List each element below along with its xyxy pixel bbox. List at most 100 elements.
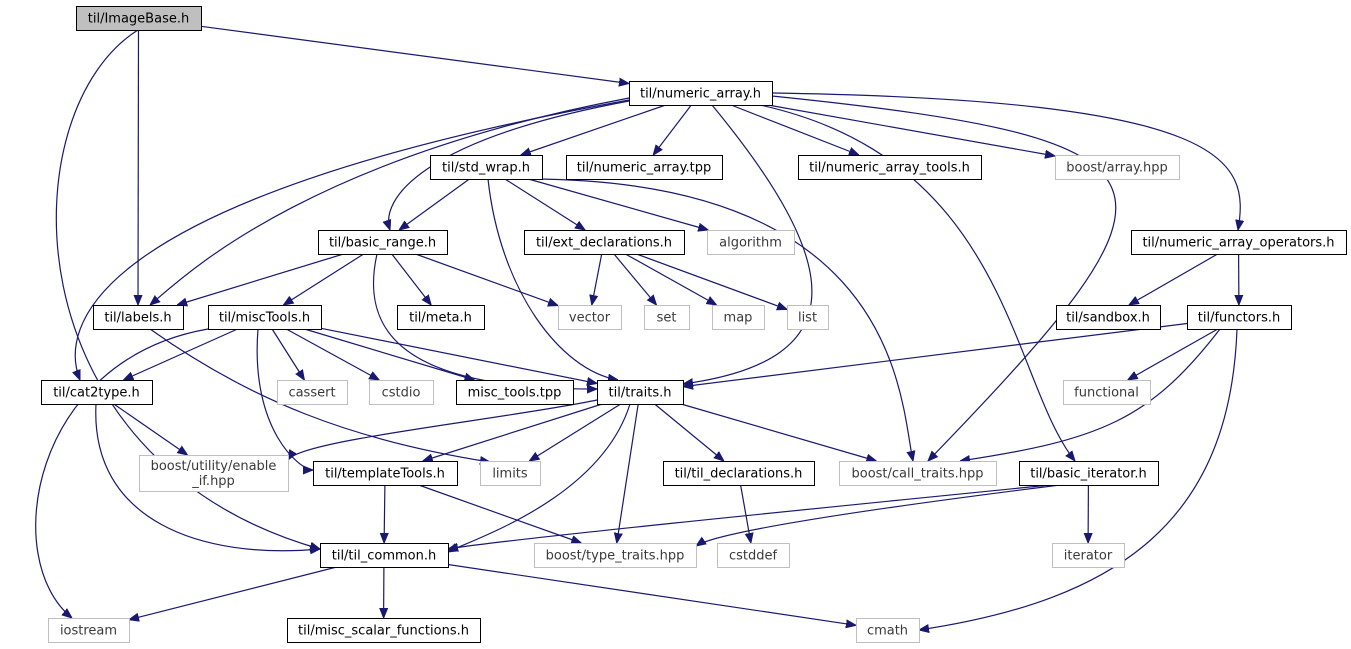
- node-cstddef: cstddef: [717, 543, 790, 568]
- node-box: [798, 155, 982, 180]
- include-edge-template-tools-to-til-common: [384, 484, 385, 543]
- node-misc-tools-tpp[interactable]: misc_tools.tpp: [456, 380, 574, 405]
- node-numeric-array[interactable]: til/numeric_array.h: [629, 81, 773, 106]
- include-edge-std-wrap-to-algorithm: [528, 178, 708, 230]
- node-label: iterator: [1064, 549, 1113, 564]
- node-box: [566, 155, 723, 180]
- node-box: [707, 230, 795, 255]
- include-edge-basic-range-to-misc-tools: [283, 253, 364, 305]
- node-misc-scalar-functions[interactable]: til/misc_scalar_functions.h: [287, 618, 481, 643]
- node-iterator: iterator: [1052, 543, 1125, 568]
- node-box: [369, 380, 434, 405]
- node-box: [313, 461, 458, 486]
- node-sandbox[interactable]: til/sandbox.h: [1056, 305, 1161, 330]
- node-vector: vector: [558, 305, 622, 330]
- node-box: [839, 461, 997, 486]
- node-image-base[interactable]: til/ImageBase.h: [76, 6, 202, 31]
- node-box: [1019, 461, 1159, 486]
- node-functors[interactable]: til/functors.h: [1187, 305, 1292, 330]
- node-label: boost/call_traits.hpp: [851, 467, 983, 482]
- include-edge-traits-to-type-traits: [617, 403, 639, 543]
- include-edge-cat2type-to-enable-if: [113, 403, 188, 455]
- node-traits[interactable]: til/traits.h: [597, 380, 684, 405]
- node-box: [208, 305, 322, 330]
- node-box: [287, 618, 481, 643]
- node-cat2type[interactable]: til/cat2type.h: [41, 380, 153, 405]
- include-edge-functors-to-cmath: [919, 328, 1238, 630]
- include-edge-misc-tools-to-cassert: [271, 328, 304, 380]
- include-edge-ext-declarations-to-vector: [592, 253, 603, 305]
- node-label: til/meta.h: [409, 311, 472, 326]
- node-ext-declarations[interactable]: til/ext_declarations.h: [524, 230, 685, 255]
- node-numeric-array-operators[interactable]: til/numeric_array_operators.h: [1131, 230, 1347, 255]
- node-set: set: [644, 305, 690, 330]
- node-box: [712, 305, 765, 330]
- node-box: [456, 380, 574, 405]
- node-label: til/templateTools.h: [325, 467, 445, 482]
- include-edge-functors-to-functional: [1128, 328, 1219, 380]
- node-numeric-array-tools[interactable]: til/numeric_array_tools.h: [798, 155, 982, 180]
- node-box: [629, 81, 773, 106]
- node-label: iostream: [60, 624, 117, 639]
- include-edge-numeric-array-to-traits: [683, 104, 813, 384]
- include-edge-basic-range-to-labels: [177, 253, 344, 305]
- node-box: [856, 618, 920, 643]
- include-edge-til-common-to-cmath: [447, 563, 856, 626]
- node-label: map: [724, 311, 753, 326]
- include-edge-numeric-array-to-numeric-array-tpp: [653, 104, 692, 155]
- node-box: [1063, 380, 1151, 405]
- include-edge-misc-tools-to-template-tools: [256, 328, 314, 470]
- node-boost-array: boost/array.hpp: [1055, 155, 1180, 180]
- include-edge-numeric-array-to-cat2type: [75, 99, 630, 380]
- include-edge-numeric-array-to-labels: [150, 97, 630, 305]
- node-enable-if: boost/utility/enable_if.hpp: [139, 455, 289, 492]
- include-edge-image-base-to-numeric-array: [200, 25, 629, 83]
- node-basic-iterator[interactable]: til/basic_iterator.h: [1019, 461, 1159, 486]
- node-layer: til/ImageBase.h til/numeric_array.h til/st…: [41, 6, 1347, 643]
- node-label: til/cat2type.h: [53, 386, 140, 401]
- node-label: _if.hpp: [191, 474, 235, 489]
- node-labels[interactable]: til/labels.h: [93, 305, 184, 330]
- node-misc-tools[interactable]: til/miscTools.h: [208, 305, 322, 330]
- node-cmath: cmath: [856, 618, 920, 643]
- include-edge-traits-to-til-common: [448, 403, 631, 552]
- node-box: [320, 543, 449, 568]
- node-box: [397, 305, 485, 330]
- node-label: cstdio: [382, 386, 421, 401]
- include-edge-basic-iterator-to-type-traits: [696, 484, 1061, 546]
- node-label: list: [798, 311, 817, 326]
- node-label: til/numeric_array_tools.h: [809, 161, 970, 176]
- node-box: [480, 461, 541, 486]
- node-box: [1056, 305, 1161, 330]
- node-box: [524, 230, 685, 255]
- node-label: til/misc_scalar_functions.h: [298, 624, 469, 639]
- node-label: cassert: [288, 386, 335, 401]
- include-edge-std-wrap-to-basic-range: [399, 178, 470, 230]
- node-cassert: cassert: [277, 380, 348, 405]
- node-basic-range[interactable]: til/basic_range.h: [318, 230, 448, 255]
- node-meta[interactable]: til/meta.h: [397, 305, 485, 330]
- node-functional: functional: [1063, 380, 1151, 405]
- node-label: set: [657, 311, 677, 326]
- include-edge-functors-to-call-traits: [960, 328, 1221, 461]
- node-label: til/til_declarations.h: [675, 467, 803, 482]
- node-std-wrap[interactable]: til/std_wrap.h: [430, 155, 543, 180]
- node-numeric-array-tpp[interactable]: til/numeric_array.tpp: [566, 155, 723, 180]
- node-label: boost/utility/enable: [151, 459, 277, 474]
- include-edge-labels-to-limits: [149, 328, 490, 462]
- node-label: til/numeric_array.h: [640, 87, 761, 102]
- node-til-declarations[interactable]: til/til_declarations.h: [663, 461, 815, 486]
- node-box: [76, 6, 202, 31]
- node-label: limits: [492, 467, 528, 482]
- include-edge-misc-tools-to-misc-tools-tpp: [304, 328, 475, 380]
- node-til-common[interactable]: til/til_common.h: [320, 543, 449, 568]
- node-template-tools[interactable]: til/templateTools.h: [313, 461, 458, 486]
- node-box: [318, 230, 448, 255]
- node-label: til/traits.h: [609, 386, 672, 401]
- node-label: til/basic_iterator.h: [1030, 467, 1147, 482]
- node-label: til/til_common.h: [332, 549, 437, 564]
- node-box: [663, 461, 815, 486]
- include-edge-til-common-to-iostream: [129, 566, 337, 620]
- include-edge-std-wrap-to-call-traits: [529, 178, 913, 461]
- include-edge-template-tools-to-type-traits: [418, 484, 582, 543]
